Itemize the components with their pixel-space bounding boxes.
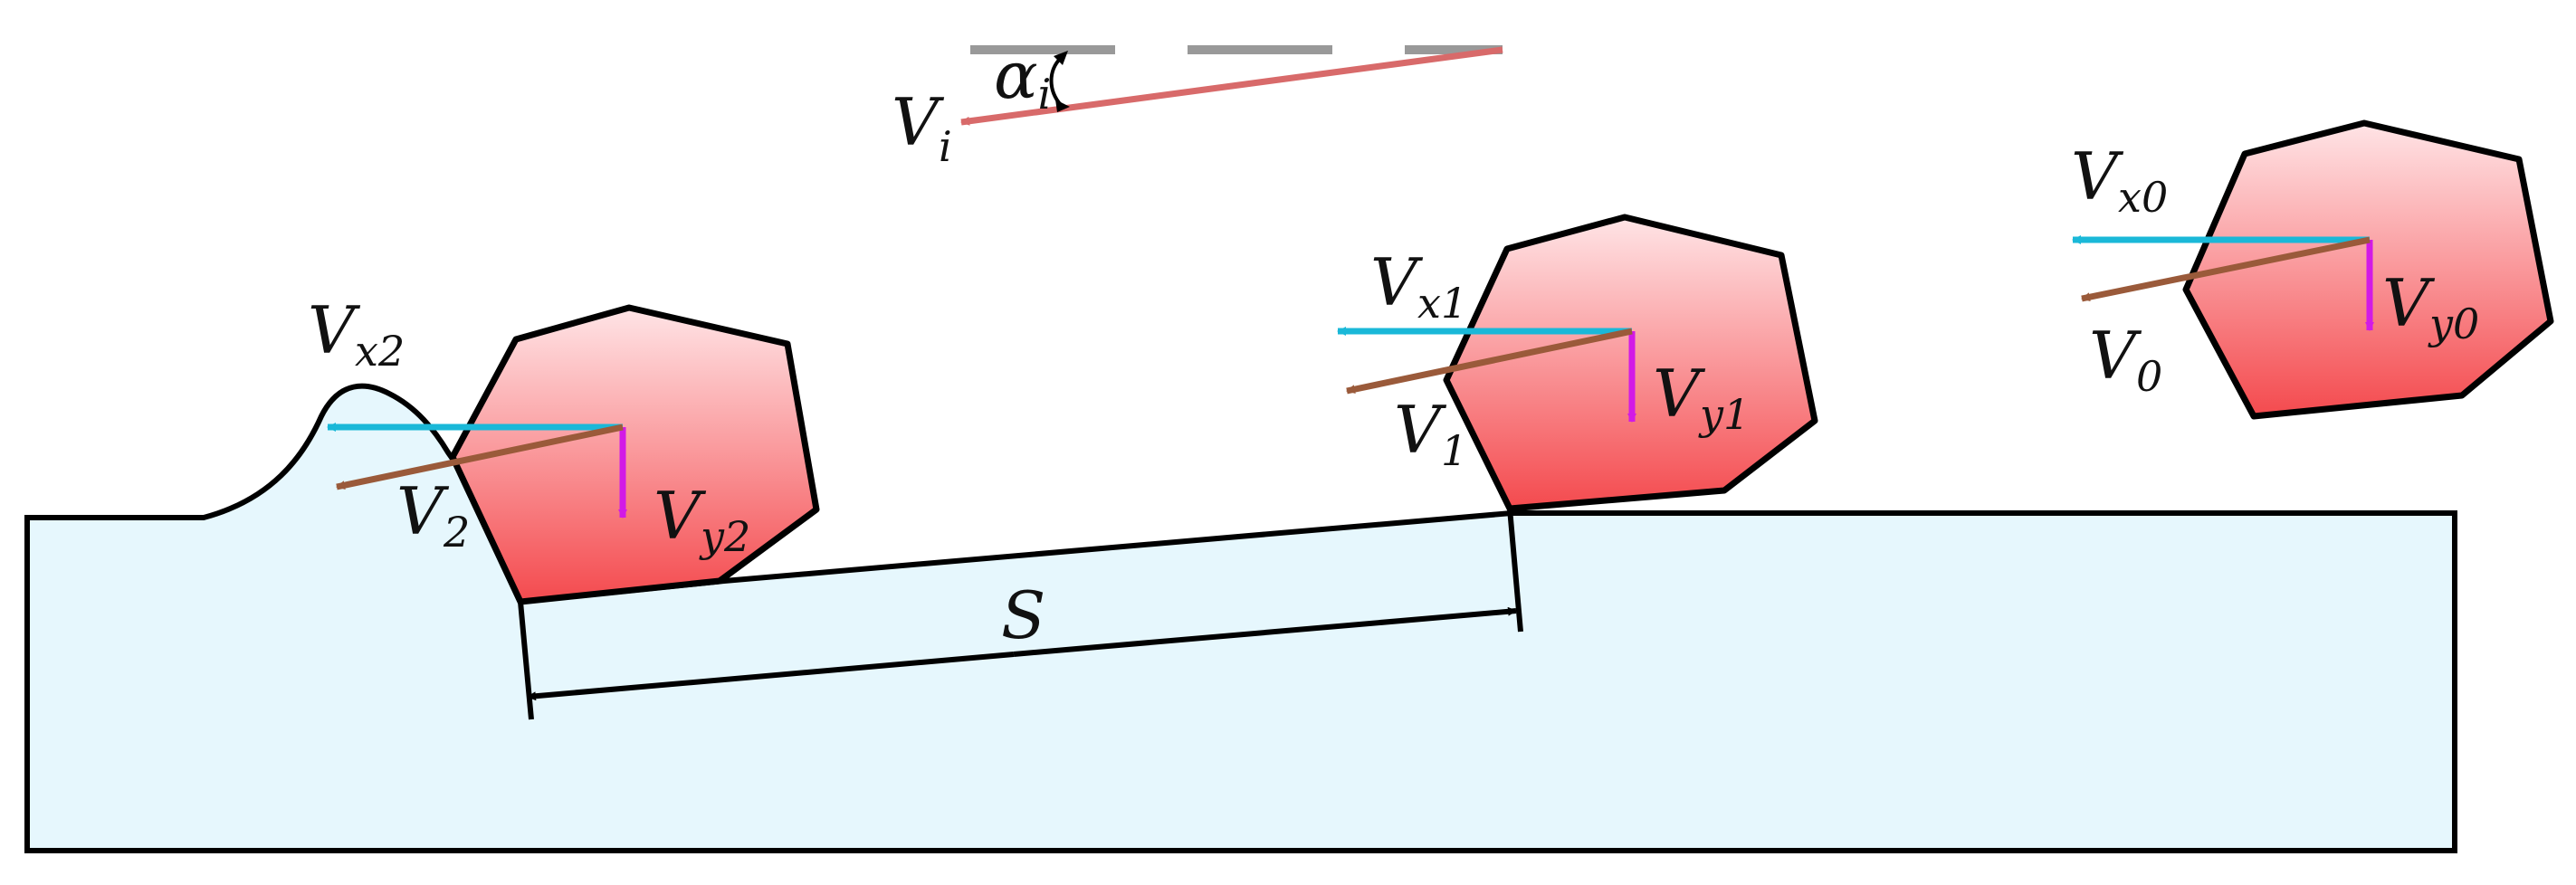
particle-2-v-arrow (336, 423, 624, 490)
label-vy0: Vy0 (2382, 265, 2479, 348)
s-dimension-arrow-left (527, 652, 1015, 701)
label-vx1: Vx1 (1370, 244, 1467, 328)
label-vx2: Vx2 (308, 292, 405, 376)
particle-1-v-arrow (1346, 328, 1633, 395)
target-surface (24, 383, 2457, 853)
label-distance-s: S (1001, 577, 1045, 653)
label-v1: V1 (1394, 392, 1467, 475)
incidence-angle-arc (1049, 56, 1063, 107)
label-v0: V0 (2089, 318, 2162, 401)
label-vy1: Vy1 (1653, 356, 1750, 439)
label-vy2: Vy2 (654, 478, 750, 561)
label-v2: V2 (396, 473, 470, 557)
label-vx0: Vx0 (2071, 138, 2168, 222)
particle-0-v-arrow (2081, 236, 2371, 302)
s-dimension-arrow-right (1013, 606, 1517, 657)
particle-2 (449, 304, 820, 605)
incidence-angle-arrowhead-bottom (1055, 100, 1070, 112)
s-extension-right (1507, 508, 1523, 633)
label-angle-incidence: αi (994, 37, 1051, 119)
incident-velocity-arrow (960, 46, 1503, 126)
incidence-angle-arrowhead-top (1054, 51, 1068, 65)
label-v-incident: Vi (892, 84, 952, 171)
